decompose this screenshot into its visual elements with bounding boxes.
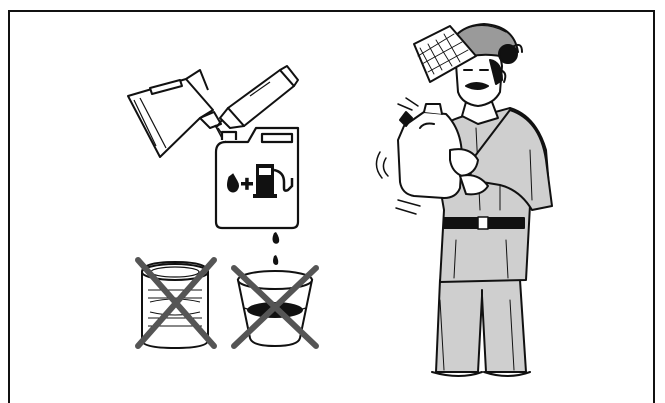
oil-bottle-pour-icon: [215, 65, 299, 129]
figure-frame: [8, 10, 655, 403]
no-bucket-icon: [231, 265, 319, 349]
plus-icon: [241, 177, 253, 190]
oil-drop-icon: [227, 173, 239, 193]
oil-jug-pour-icon: [127, 69, 222, 158]
no-tin-can-icon: [135, 257, 217, 350]
fuel-pump-icon: [253, 164, 294, 198]
forestry-worker-shaking-canister-icon: [375, 23, 553, 377]
